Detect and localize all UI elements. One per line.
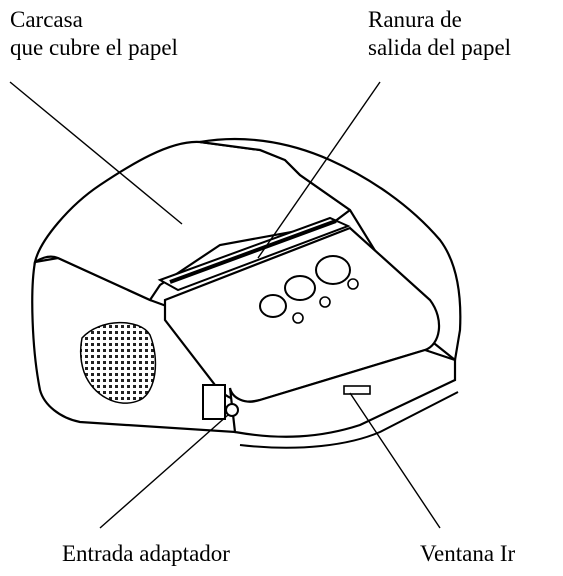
adapter-port	[202, 384, 226, 420]
printer-front-face	[228, 348, 457, 438]
indicator-3	[347, 278, 359, 290]
speaker-grille	[79, 321, 157, 404]
label-adapter-input: Entrada adaptador	[62, 541, 230, 566]
button-2	[284, 275, 316, 301]
indicator-2	[319, 296, 331, 308]
label-paper-slot-line2: salida del papel	[368, 35, 512, 60]
button-3	[315, 255, 351, 285]
ir-window	[343, 385, 371, 395]
label-paper-cover-line1: Carcasa	[10, 7, 83, 32]
front-bottom-edge	[239, 391, 459, 449]
leader-cover	[9, 81, 183, 225]
paper-slot	[157, 216, 351, 292]
label-paper-cover: Carcasa que cubre el papel	[10, 6, 178, 62]
leader-slot	[257, 81, 381, 259]
label-ir-window: Ventana Ir	[420, 541, 516, 566]
paper-cover	[33, 140, 352, 302]
label-paper-slot-line1: Ranura de	[368, 7, 462, 32]
button-1	[259, 294, 287, 318]
adapter-jack	[225, 403, 239, 417]
leader-adapter	[99, 414, 229, 529]
leader-ir	[349, 392, 441, 529]
paper-slot-gap	[169, 219, 337, 284]
label-paper-cover-line2: que cubre el papel	[10, 35, 178, 60]
indicator-1	[292, 312, 304, 324]
label-paper-slot: Ranura de salida del papel	[368, 6, 511, 62]
